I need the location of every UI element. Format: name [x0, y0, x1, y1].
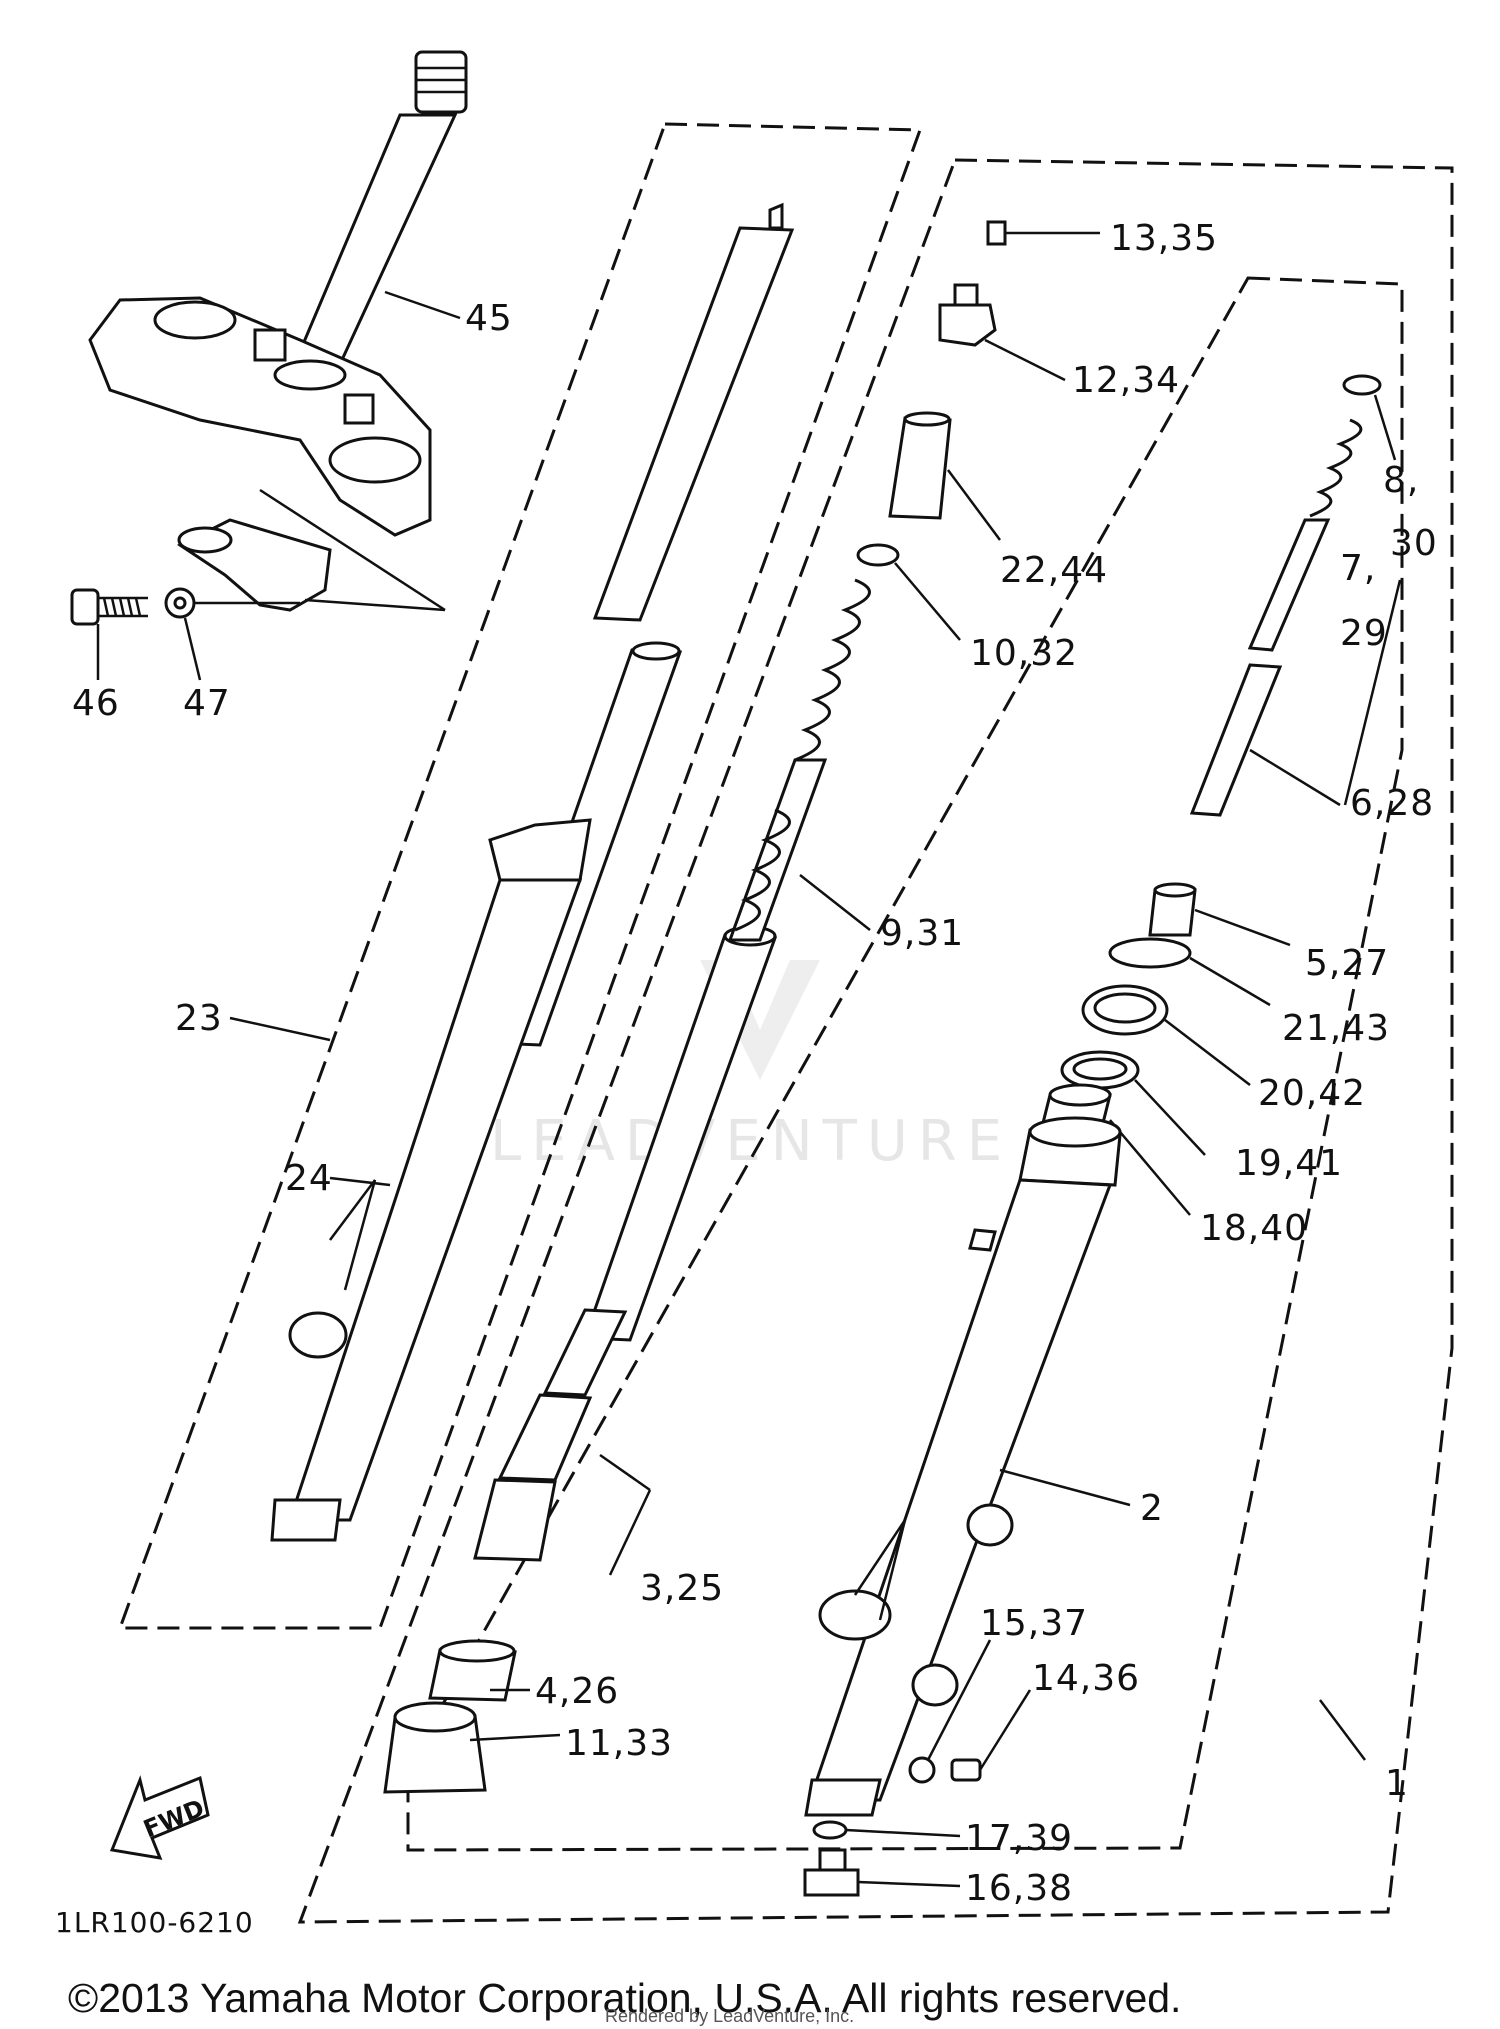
spacer-22-44: [888, 411, 1002, 541]
callout-45: 45: [465, 298, 513, 339]
piston-ring-4-26: [428, 1639, 517, 1702]
callout-11-33: 11,33: [565, 1723, 673, 1764]
under-bracket: [88, 296, 446, 612]
callout-13-35: 13,35: [1110, 218, 1218, 259]
washer-47: [164, 587, 300, 681]
steering-stem: [287, 50, 468, 377]
copyright-text: ©2013 Yamaha Motor Corporation, U.S.A. A…: [68, 1975, 1181, 2021]
rendered-by-text: Rendered by LeadVenture, Inc.: [605, 2006, 854, 2026]
cap-bolt-12-34: [938, 283, 1066, 382]
bolt-16-38: [803, 1848, 961, 1897]
fwd-arrow-icon: FWD: [109, 1775, 210, 1860]
callout-7: 7,: [1340, 548, 1376, 589]
cap-13-35: [986, 220, 1100, 246]
outer-tube-2: [804, 1116, 1131, 1817]
watermark-text: LEADVENTURE: [490, 1109, 1012, 1174]
callout-3-25: 3,25: [640, 1568, 724, 1609]
callout-1: 1: [1385, 1763, 1409, 1804]
callout-21-43: 21,43: [1282, 1008, 1390, 1049]
callout-2: 2: [1140, 1488, 1164, 1529]
callout-14-36: 14,36: [1032, 1658, 1140, 1699]
damper-rod-6-28: [1189, 579, 1402, 817]
callout-30: 30: [1390, 523, 1438, 564]
callout-labels: 45 13,35 12,34 22,44 10,32 8, 30 7, 29 6…: [72, 218, 1438, 1909]
oil-seal-20-42: [1081, 984, 1251, 1086]
clamp-bracket: [177, 518, 446, 612]
callout-15-37: 15,37: [980, 1603, 1088, 1644]
callout-24: 24: [285, 1158, 333, 1199]
oil-lock-piece-11-33: [383, 1701, 487, 1794]
callout-4-26: 4,26: [535, 1671, 619, 1712]
dust-seal-5-27: [1148, 882, 1291, 947]
fork-spring-9-31: [727, 578, 871, 942]
group-box-left: [117, 122, 923, 1630]
callout-16-38: 16,38: [965, 1868, 1073, 1909]
spring-seat-10-32: [856, 543, 961, 641]
ring-21-43: [1108, 937, 1271, 1007]
group-box-damper: [297, 158, 1454, 1924]
gasket-17-39: [812, 1820, 961, 1840]
callout-6-28: 6,28: [1350, 783, 1434, 824]
callout-18-40: 18,40: [1200, 1208, 1308, 1249]
callout-5-27: 5,27: [1305, 943, 1389, 984]
bolt-14-36: [950, 1689, 1032, 1782]
callout-17-39: 17,39: [965, 1818, 1073, 1859]
callout-20-42: 20,42: [1258, 1073, 1366, 1114]
diagram-code: 1LR100-6210: [55, 1906, 254, 1939]
callout-47: 47: [183, 683, 231, 724]
bolt-46: [70, 588, 148, 680]
spring-seat-8-30: [1342, 374, 1397, 461]
callout-12-34: 12,34: [1072, 360, 1180, 401]
callout-19-41: 19,41: [1235, 1143, 1343, 1184]
callout-9-31: 9,31: [880, 913, 964, 954]
outer-tube-24: [270, 818, 592, 1542]
callout-22-44: 22,44: [1000, 550, 1108, 591]
callout-23: 23: [175, 998, 223, 1039]
callout-8: 8,: [1383, 460, 1419, 501]
callout-10-32: 10,32: [970, 633, 1078, 674]
washer-15-37: [908, 1639, 992, 1784]
rebound-spring-7-29: [1247, 418, 1363, 652]
callout-29: 29: [1340, 613, 1388, 654]
callout-46: 46: [72, 683, 120, 724]
